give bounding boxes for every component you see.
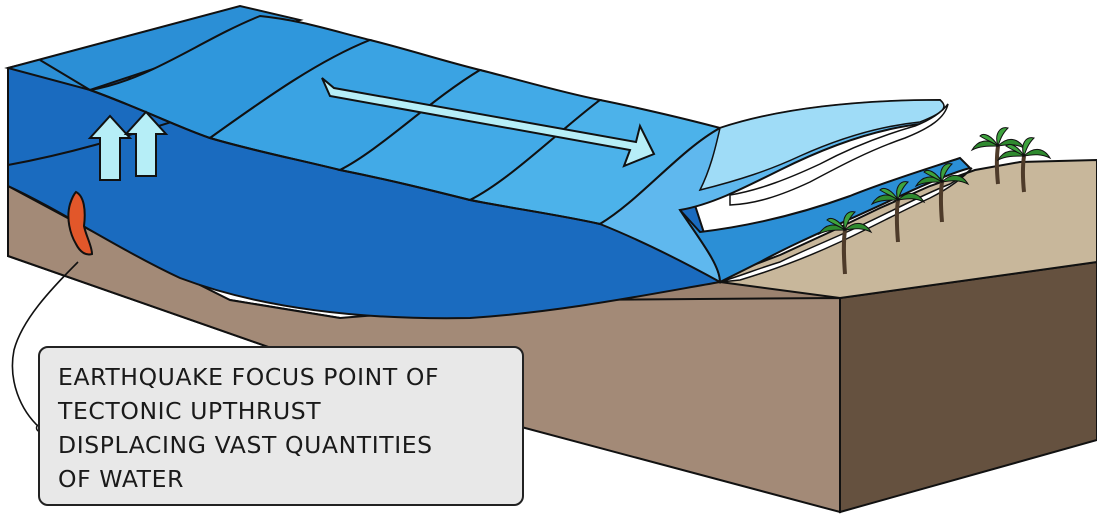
annotation-line-2: TECTONIC UPTHRUST	[58, 394, 508, 428]
annotation-label-box: EARTHQUAKE FOCUS POINT OF TECTONIC UPTHR…	[38, 346, 524, 506]
land-side-face	[840, 262, 1097, 512]
annotation-line-1: EARTHQUAKE FOCUS POINT OF	[58, 360, 508, 394]
annotation-line-3: DISPLACING VAST QUANTITIES	[58, 428, 508, 462]
annotation-line-4: OF WATER	[58, 462, 508, 496]
